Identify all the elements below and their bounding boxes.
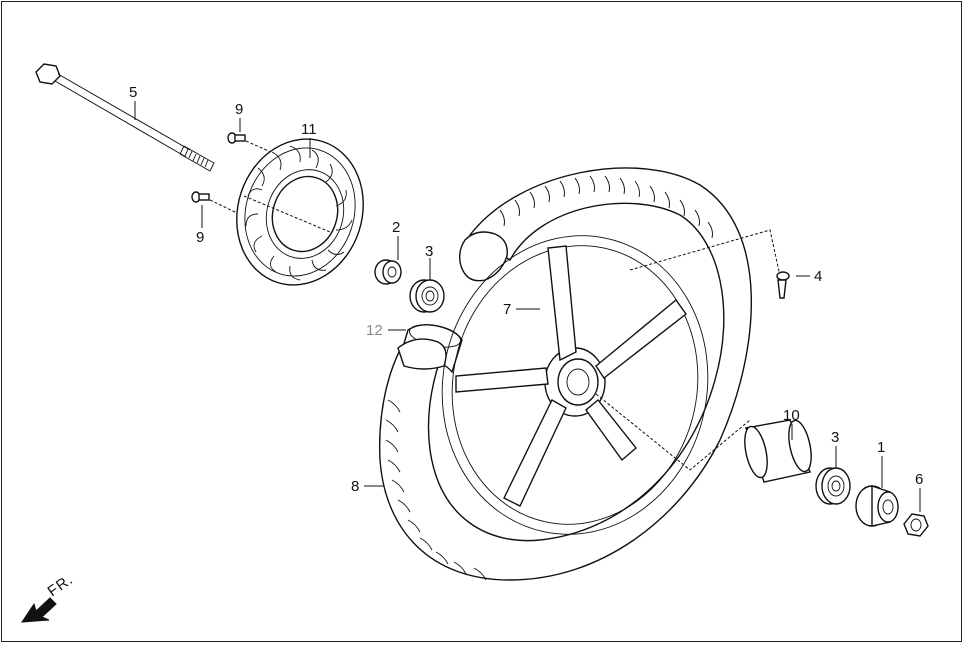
axle-part	[35, 63, 215, 172]
callout-tire: 8	[351, 478, 359, 495]
spacer-part	[744, 419, 812, 483]
callout-bolt-upper: 9	[235, 101, 243, 118]
callout-brake-disc: 11	[301, 121, 317, 138]
side-collar-part	[855, 485, 899, 527]
bearing-right-part	[815, 467, 851, 505]
callout-bearing-right: 3	[831, 429, 839, 446]
front-direction-arrow-icon	[21, 597, 57, 623]
callout-dust-seal: 12	[366, 322, 383, 339]
callout-bolt-lower: 9	[196, 229, 204, 246]
disc-bolt-upper	[227, 132, 301, 166]
bearing-left-part	[409, 279, 445, 313]
leader-lines	[134, 101, 921, 512]
callout-nut: 6	[915, 471, 923, 488]
callout-axle: 5	[129, 84, 137, 101]
callout-valve: 4	[814, 268, 822, 285]
valve-part	[776, 271, 790, 299]
axle-nut-part	[903, 513, 929, 537]
front-direction-label: FR.	[45, 571, 77, 601]
callout-spacer: 10	[783, 407, 800, 424]
callout-collar-left: 2	[392, 219, 400, 236]
wheel-assembly	[378, 167, 781, 581]
disc-bolt-lower	[191, 191, 263, 226]
callout-wheel: 7	[503, 301, 511, 318]
callout-side-collar: 1	[877, 439, 885, 456]
brake-disc-part	[236, 138, 364, 286]
callout-bearing-left: 3	[425, 243, 433, 260]
collar-left-part	[374, 259, 402, 285]
